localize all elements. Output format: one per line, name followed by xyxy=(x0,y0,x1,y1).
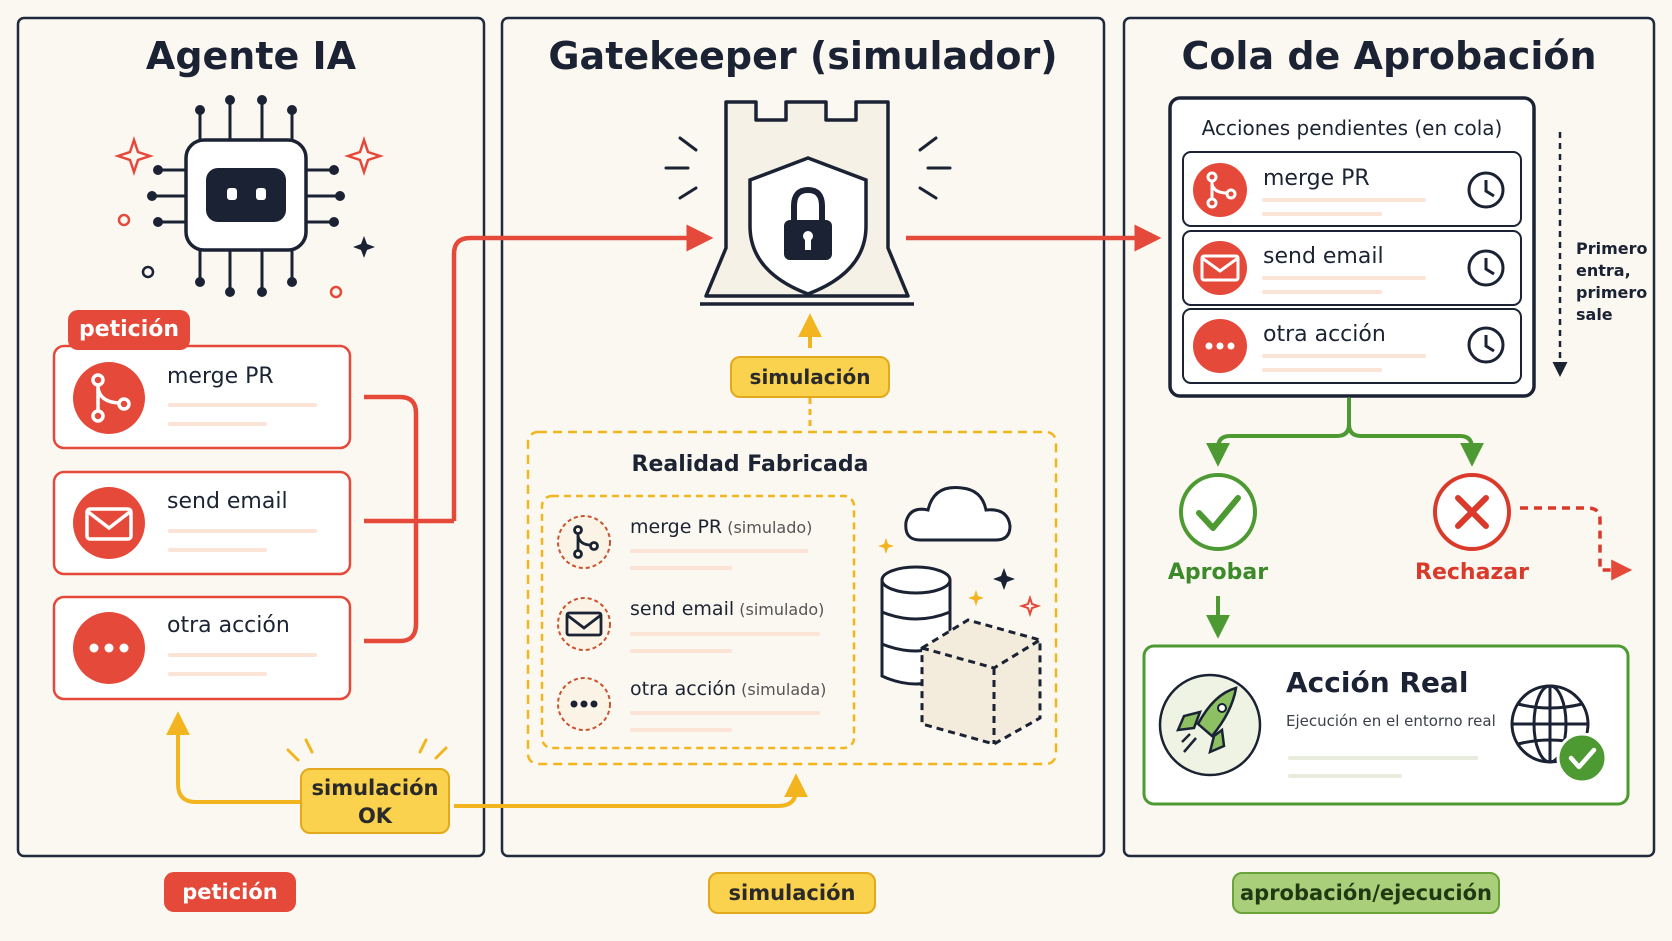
footer-stage-approval: aprobación/ejecución xyxy=(1232,872,1500,914)
cloud-icon xyxy=(904,485,1012,542)
fifo-line: sale xyxy=(1576,305,1613,324)
queue-item-send-email[interactable]: send email xyxy=(1263,244,1384,269)
ok-rays xyxy=(286,738,448,762)
agent-title: Agente IA xyxy=(145,34,357,78)
simulation-ok-tag: simulación OK xyxy=(300,768,450,834)
simulated-label: otra acción xyxy=(630,678,737,700)
fortress-icon xyxy=(700,100,914,306)
decision-branch xyxy=(1206,398,1484,639)
queue-item-merge-pr[interactable]: merge PR xyxy=(1263,166,1370,191)
simulated-note: (simulado) xyxy=(727,518,813,537)
simulated-label: send email xyxy=(630,598,735,620)
reject-arrow xyxy=(1520,506,1633,581)
queue-item-cards xyxy=(1182,151,1522,384)
simulation-tag: simulación xyxy=(730,356,890,398)
reject-label[interactable]: Rechazar xyxy=(1415,560,1529,585)
approve-icon xyxy=(1179,473,1257,551)
simulated-send-email: send email (simulado) xyxy=(630,598,824,620)
git-merge-icon xyxy=(91,373,131,423)
simulation-ok-arrows xyxy=(166,711,808,808)
footer-stage-request: petición xyxy=(164,872,296,912)
more-icon xyxy=(89,643,129,653)
simulated-note: (simulado) xyxy=(739,600,825,619)
small-sparkles xyxy=(878,538,1042,618)
simulation-ok-line1: simulación xyxy=(311,776,439,800)
simulated-other: otra acción (simulada) xyxy=(630,678,826,700)
footer-stage-simulation: simulación xyxy=(708,872,876,914)
simulated-note: (simulada) xyxy=(741,680,827,699)
gatekeeper-title: Gatekeeper (simulador) xyxy=(548,34,1058,78)
fifo-note: Primero entra, primero sale xyxy=(1576,238,1648,326)
agent-action-other[interactable]: otra acción xyxy=(167,613,290,638)
simulated-list-box xyxy=(540,494,856,750)
verified-check-icon xyxy=(1556,732,1608,784)
envelope-icon xyxy=(85,507,133,541)
simulated-merge-pr: merge PR (simulado) xyxy=(630,516,812,538)
fifo-line: primero xyxy=(1576,283,1648,302)
queue-title: Cola de Aprobación xyxy=(1181,34,1597,78)
real-action-subtitle: Ejecución en el entorno real xyxy=(1286,712,1496,730)
agent-action-merge-pr[interactable]: merge PR xyxy=(167,364,274,389)
fifo-line: entra, xyxy=(1576,261,1631,280)
request-tag: petición xyxy=(68,310,190,350)
pending-actions-title: Acciones pendientes (en cola) xyxy=(1201,116,1503,140)
rocket-icon xyxy=(1158,673,1262,777)
agent-action-cards xyxy=(52,344,352,701)
reject-icon xyxy=(1433,473,1511,551)
sparkle-icons xyxy=(114,136,384,299)
globe-icon xyxy=(1510,684,1590,764)
agent-action-send-email[interactable]: send email xyxy=(167,489,288,514)
real-action-title: Acción Real xyxy=(1286,666,1469,699)
real-action-box xyxy=(1142,644,1630,806)
alert-rays xyxy=(664,136,952,200)
cube-icon xyxy=(920,618,1042,746)
clock-icons xyxy=(1467,171,1505,364)
approve-label[interactable]: Aprobar xyxy=(1167,560,1269,585)
fabricated-reality-box xyxy=(526,430,1058,766)
simulation-ok-line2: OK xyxy=(357,804,393,828)
simulated-label: merge PR xyxy=(630,516,723,538)
fabricated-reality-title: Realidad Fabricada xyxy=(631,452,869,477)
fifo-line: Primero xyxy=(1576,239,1648,258)
request-arrow xyxy=(364,224,714,644)
ai-chip-icon xyxy=(147,95,345,297)
queue-item-other[interactable]: otra acción xyxy=(1263,322,1386,347)
